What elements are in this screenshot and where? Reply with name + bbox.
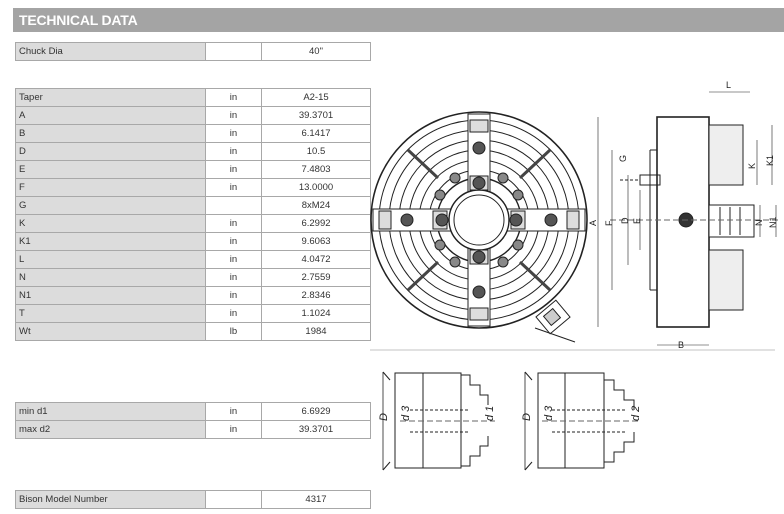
row-value: 13.0000 — [261, 178, 371, 197]
row-unit: in — [205, 232, 262, 251]
row-value: 4317 — [261, 490, 371, 509]
dim-label-G: G — [618, 155, 628, 162]
jaw-drawing-left — [382, 371, 495, 471]
row-value: 39.3701 — [261, 420, 371, 439]
row-label: min d1 — [15, 402, 206, 421]
row-value: 6.1417 — [261, 124, 371, 143]
jaw-right-labels: D d 3 d 2 — [521, 405, 642, 421]
row-unit: in — [205, 106, 262, 125]
table-row: Bison Model Number 4317 — [15, 490, 371, 509]
dim-label-A: A — [588, 220, 598, 226]
row-value: 1984 — [261, 322, 371, 341]
row-value: 6.2992 — [261, 214, 371, 233]
row-value: 2.7559 — [261, 268, 371, 287]
row-value: 4.0472 — [261, 250, 371, 269]
jaw-label-d3: d 3 — [400, 405, 412, 421]
row-unit — [205, 42, 262, 61]
front-view — [370, 111, 775, 351]
row-value: A2-15 — [261, 88, 371, 107]
row-unit: in — [205, 402, 262, 421]
jaw-label-D: D — [521, 413, 533, 421]
row-value: 6.6929 — [261, 402, 371, 421]
row-label: Chuck Dia — [15, 42, 206, 61]
row-unit: in — [205, 88, 262, 107]
jaw-drawing-right — [524, 371, 640, 471]
jaw-left-labels: D d 3 d 1 — [378, 405, 496, 421]
dim-label-L: L — [726, 80, 731, 90]
row-label: Bison Model Number — [15, 490, 206, 509]
row-label: max d2 — [15, 420, 206, 439]
row-unit — [205, 490, 262, 509]
section-header: TECHNICAL DATA — [13, 8, 784, 32]
row-label: K1 — [15, 232, 206, 251]
jaw-label-d3: d 3 — [543, 405, 555, 421]
jaw-label-D: D — [378, 413, 390, 421]
row-unit: in — [205, 160, 262, 179]
row-value: 2.8346 — [261, 286, 371, 305]
jaw-label-d2: d 2 — [630, 406, 642, 421]
row-label: F — [15, 178, 206, 197]
dim-label-N: N — [754, 220, 764, 227]
row-value: 1.1024 — [261, 304, 371, 323]
dim-label-B: B — [678, 340, 684, 350]
row-label: A — [15, 106, 206, 125]
side-view-labels: L K1 K G A F D E N N1 B — [588, 80, 778, 350]
row-label: E — [15, 160, 206, 179]
side-view — [597, 91, 780, 346]
row-label: D — [15, 142, 206, 161]
row-unit: in — [205, 304, 262, 323]
dim-label-K: K — [747, 163, 757, 169]
jaw-label-d1: d 1 — [484, 406, 496, 421]
row-label: B — [15, 124, 206, 143]
row-unit — [205, 196, 262, 215]
dim-label-F: F — [604, 220, 614, 226]
table-row: Chuck Dia 40" — [15, 42, 371, 61]
dim-label-N1: N1 — [768, 216, 778, 228]
row-label: Wt — [15, 322, 206, 341]
row-value: 40" — [261, 42, 371, 61]
row-value: 8xM24 — [261, 196, 371, 215]
row-unit: in — [205, 142, 262, 161]
dim-label-D: D — [620, 217, 630, 224]
dim-label-K1: K1 — [765, 155, 775, 166]
row-label: N — [15, 268, 206, 287]
row-unit: in — [205, 178, 262, 197]
dim-label-E: E — [632, 218, 642, 224]
chuck-dia-table: Chuck Dia 40" — [15, 42, 371, 61]
section-title: TECHNICAL DATA — [19, 12, 138, 28]
row-unit: lb — [205, 322, 262, 341]
model-number-table: Bison Model Number 4317 — [15, 490, 371, 509]
row-unit: in — [205, 124, 262, 143]
